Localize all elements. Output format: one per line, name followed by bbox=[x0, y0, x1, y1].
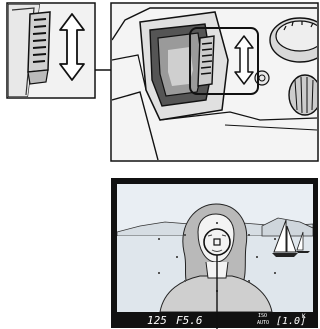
iso-label: ISO bbox=[258, 313, 267, 319]
iso-auto-label: AUTO bbox=[257, 320, 269, 326]
exposures-remaining-k: K bbox=[302, 313, 306, 320]
diopter-dial-closeup bbox=[28, 12, 50, 84]
viewfinder-illustration: 125 F5.6 ISO AUTO [1.0] K bbox=[111, 178, 318, 329]
aperture-readout: F5.6 bbox=[176, 314, 203, 327]
command-dial bbox=[289, 75, 320, 115]
mode-dial bbox=[270, 18, 320, 62]
shutter-speed-readout: 125 bbox=[147, 314, 167, 327]
camera-back-illustration bbox=[111, 3, 320, 161]
